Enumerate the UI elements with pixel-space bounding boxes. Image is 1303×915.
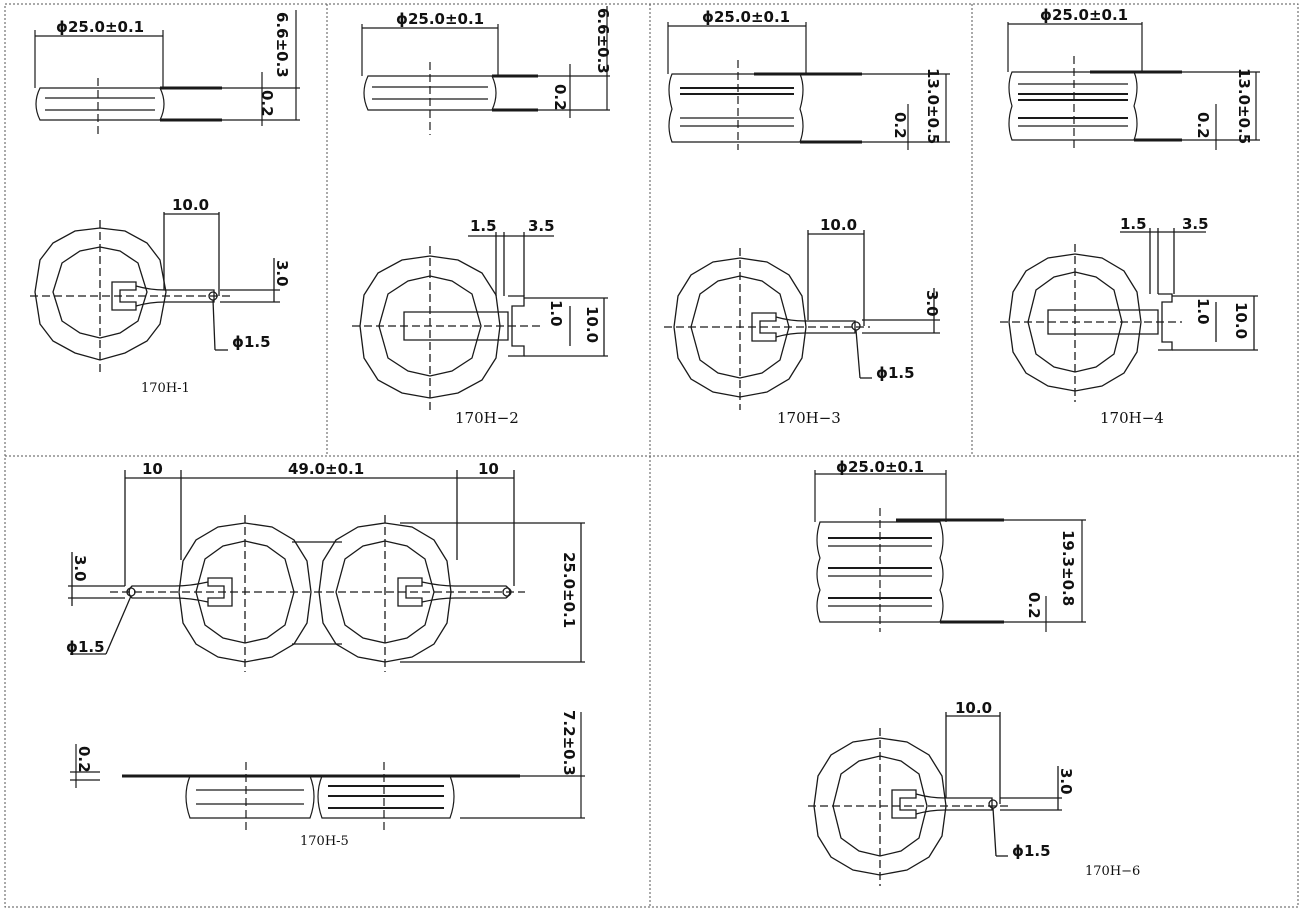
- part-caption: 170H−6: [1085, 864, 1140, 879]
- diameter-label: ϕ25.0±0.1: [836, 458, 924, 476]
- top-view: [68, 470, 585, 672]
- diameter-label: 25.0±0.1: [560, 552, 578, 628]
- side-view: [70, 712, 585, 830]
- part-caption: 170H−2: [455, 409, 519, 427]
- pitch-label: 3.0: [71, 555, 89, 582]
- height-label: 6.6±0.3: [594, 8, 612, 74]
- side-view: [361, 6, 610, 135]
- top-view: [664, 230, 940, 410]
- top-view: [352, 232, 608, 410]
- thickness-label: 0.2: [1025, 592, 1043, 619]
- thickness-label: 0.2: [1194, 112, 1212, 139]
- thickness-label: 0.2: [891, 112, 909, 139]
- outer-label: 10.0: [583, 306, 601, 343]
- panel-170h-1: ϕ25.0±0.1 6.6±0.3 0.2 10.0 3.0 ϕ1.5 170H…: [30, 10, 300, 396]
- top-view: [30, 212, 280, 372]
- panel-170h-5: 10 49.0±0.1 10 3.0 ϕ1.5 25.0±0.1 0.2 7.2…: [66, 460, 585, 849]
- right-offset-label: 10: [478, 460, 499, 478]
- top-view: [1000, 228, 1258, 402]
- center-distance-label: 49.0±0.1: [288, 460, 364, 478]
- disc-inner: [690, 275, 790, 379]
- panel-borders: [4, 3, 1299, 908]
- top-view: [808, 712, 1062, 886]
- pitch-label: 3.0: [273, 260, 291, 287]
- left-offset-label: 10: [142, 460, 163, 478]
- part-caption: 170H−3: [777, 409, 841, 427]
- side-view: [667, 22, 950, 150]
- diameter-label: ϕ25.0±0.1: [56, 18, 144, 36]
- height-label: 13.0±0.5: [924, 68, 942, 144]
- pitch-label: 3.0: [923, 290, 941, 317]
- tab-length-label: 10.0: [955, 699, 992, 717]
- inner-label: 1.0: [1194, 298, 1212, 325]
- tab-width-label: 1.5: [470, 217, 497, 235]
- hole-label: ϕ1.5: [1012, 842, 1051, 860]
- tab-offset-label: 3.5: [1182, 215, 1209, 233]
- tab-length-label: 10.0: [820, 216, 857, 234]
- tab-width-label: 1.5: [1120, 215, 1147, 233]
- pitch-label: 3.0: [1057, 768, 1075, 795]
- inner-label: 1.0: [547, 300, 565, 327]
- thickness-label: 0.2: [551, 84, 569, 111]
- hole-label: ϕ1.5: [232, 333, 271, 351]
- panel-170h-4: ϕ25.0±0.1 13.0±0.5 0.2 1.5 3.5 1.0 10.0 …: [1000, 6, 1260, 427]
- diameter-label: ϕ25.0±0.1: [396, 10, 484, 28]
- height-label: 19.3±0.8: [1059, 530, 1077, 606]
- tab-offset-label: 3.5: [528, 217, 555, 235]
- height-label: 7.2±0.3: [560, 710, 578, 776]
- panel-170h-6: ϕ25.0±0.1 19.3±0.8 0.2 10.0 3.0 ϕ1.5 170…: [808, 458, 1140, 886]
- tab-length-label: 10.0: [172, 196, 209, 214]
- part-caption: 170H-5: [300, 834, 349, 849]
- height-label: 6.6±0.3: [273, 12, 291, 78]
- disc-inner: [378, 275, 482, 377]
- part-caption: 170H−4: [1100, 409, 1164, 427]
- hole-label: ϕ1.5: [876, 364, 915, 382]
- outer-label: 10.0: [1232, 302, 1250, 339]
- side-view: [1007, 22, 1260, 152]
- disc-inner: [52, 246, 148, 339]
- diameter-label: ϕ25.0±0.1: [702, 8, 790, 26]
- thickness-label: 0.2: [75, 746, 93, 773]
- side-view: [34, 10, 300, 138]
- diameter-label: ϕ25.0±0.1: [1040, 6, 1128, 24]
- panel-170h-3: ϕ25.0±0.1 13.0±0.5 0.2 10.0 3.0 ϕ1.5 170…: [664, 8, 950, 427]
- thickness-label: 0.2: [258, 90, 276, 117]
- panel-170h-2: ϕ25.0±0.1 6.6±0.3 0.2 1.5 3.5 1.0 10.0 1…: [352, 6, 612, 427]
- part-caption: 170H-1: [141, 381, 190, 396]
- height-label: 13.0±0.5: [1235, 68, 1253, 144]
- hole-label: ϕ1.5: [66, 638, 105, 656]
- side-view: [814, 470, 1086, 632]
